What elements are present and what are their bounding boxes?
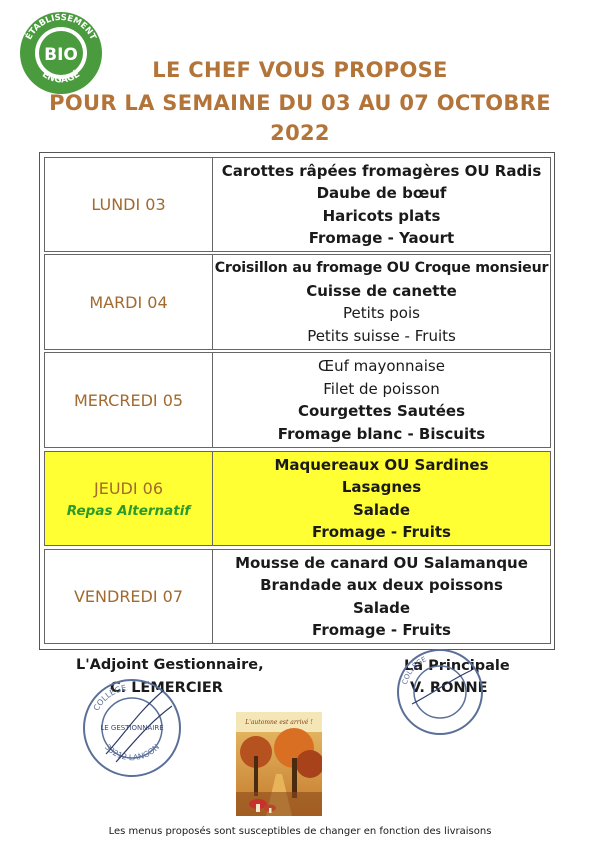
bio-establishment-logo: ÉTABLISSEMENT ENGAGÉ BIO — [20, 12, 102, 94]
day-name: VENDREDI 07 — [73, 587, 184, 606]
signature-right-title: La Principale — [404, 658, 510, 674]
dish: Fromage - Yaourt — [308, 228, 455, 247]
signature-left-title: L'Adjoint Gestionnaire, — [76, 657, 264, 673]
menu-cell: Carottes râpées fromagères OU Radis Daub… — [213, 158, 550, 251]
dish: Petits pois — [343, 304, 420, 323]
right-school-stamp: COLLÈGE — [397, 649, 483, 735]
menu-cell: Croisillon au fromage OU Croque monsieur… — [213, 255, 550, 349]
day-cell: MERCREDI 05 — [45, 353, 213, 447]
dish: Fromage - Fruits — [312, 522, 451, 541]
title-line-2: POUR LA SEMAINE DU 03 AU 07 OCTOBRE — [49, 91, 551, 115]
dish: Croisillon au fromage OU Croque monsieur — [214, 260, 549, 277]
day-name: MARDI 04 — [89, 292, 168, 312]
dish: Salade — [352, 598, 411, 617]
dish: Courgettes Sautées — [297, 402, 465, 421]
bio-logo-text: BIO — [44, 45, 78, 65]
dish: Œuf mayonnaise — [318, 357, 445, 376]
dish: Daube de bœuf — [316, 184, 447, 203]
dish: Salade — [352, 500, 411, 519]
day-cell: VENDREDI 07 — [45, 550, 213, 643]
dish: Carottes râpées fromagères OU Radis — [221, 162, 542, 181]
day-name: MERCREDI 05 — [73, 390, 184, 410]
autumn-picture: L'automne est arrivé ! — [236, 712, 322, 816]
day-row-thursday: JEUDI 06 Repas Alternatif Maquereaux OU … — [44, 451, 551, 546]
svg-text:LE GESTIONNAIRE: LE GESTIONNAIRE — [100, 724, 163, 732]
menu-table: LUNDI 03 Carottes râpées fromagères OU R… — [39, 152, 555, 650]
footer-note: Les menus proposés sont susceptibles de … — [108, 826, 492, 837]
day-cell: MARDI 04 — [45, 255, 213, 349]
svg-text:33212 LANGON: 33212 LANGON — [103, 742, 161, 762]
dish: Haricots plats — [322, 206, 441, 225]
day-cell: LUNDI 03 — [45, 158, 213, 251]
dish: Filet de poisson — [323, 379, 440, 398]
day-row-tuesday: MARDI 04 Croisillon au fromage OU Croque… — [44, 254, 551, 350]
day-row-monday: LUNDI 03 Carottes râpées fromagères OU R… — [44, 157, 551, 252]
dish: Fromage blanc - Biscuits — [277, 424, 486, 443]
dish: Fromage - Fruits — [312, 620, 451, 639]
day-name: JEUDI 06 — [93, 478, 164, 498]
day-row-friday: VENDREDI 07 Mousse de canard OU Salamanq… — [44, 549, 551, 644]
dish: Petits suisse - Fruits — [307, 326, 456, 345]
dish: Maquereaux OU Sardines — [274, 456, 489, 475]
dish: Lasagnes — [341, 478, 422, 497]
day-name: LUNDI 03 — [91, 195, 166, 214]
title-line-1: LE CHEF VOUS PROPOSE — [152, 58, 448, 82]
dish: Brandade aux deux poissons — [260, 576, 503, 595]
picture-caption: L'automne est arrivé ! — [244, 719, 313, 726]
menu-cell: Œuf mayonnaise Filet de poisson Courgett… — [213, 353, 550, 447]
signature-left-name: C. LEMERCIER — [110, 680, 223, 696]
dish: Cuisse de canette — [306, 281, 457, 300]
signature-right-name: V. RONNE — [410, 680, 488, 696]
alternative-meal-label: Repas Alternatif — [66, 502, 191, 519]
day-cell: JEUDI 06 Repas Alternatif — [45, 452, 213, 545]
menu-cell: Mousse de canard OU Salamanque Brandade … — [213, 550, 550, 643]
left-school-stamp: COLLÈGE LE GESTIONNAIRE 33212 LANGON — [83, 679, 181, 777]
dish: Mousse de canard OU Salamanque — [235, 554, 528, 573]
day-row-wednesday: MERCREDI 05 Œuf mayonnaise Filet de pois… — [44, 352, 551, 448]
title-year: 2022 — [270, 121, 330, 145]
menu-cell: Maquereaux OU Sardines Lasagnes Salade F… — [213, 452, 550, 545]
